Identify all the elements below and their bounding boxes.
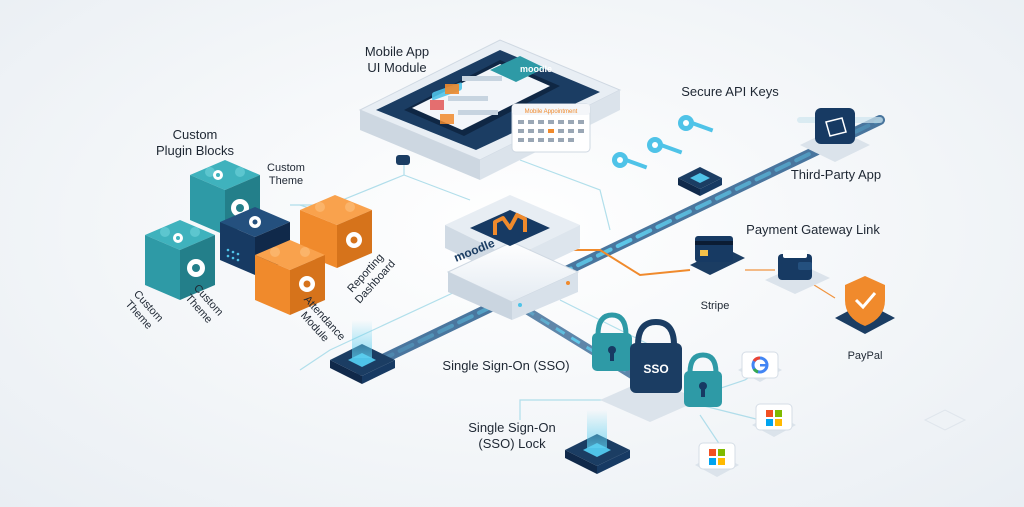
gear-icon <box>213 170 223 180</box>
phone: moodle <box>404 56 560 136</box>
microsoft-logo-icon <box>695 442 739 477</box>
wallet-icon <box>765 250 830 294</box>
moodle-logo-icon <box>470 210 550 246</box>
node-pad-sso <box>565 410 630 474</box>
sso-label: Single Sign-On (SSO) <box>442 358 570 373</box>
paypal-label: PayPal <box>847 350 883 362</box>
sso-lock-label-line2: (SSO) Lock <box>478 436 546 451</box>
microsoft-logo-icon <box>752 403 796 437</box>
gear-icon <box>299 276 315 292</box>
gear-icon <box>249 216 261 228</box>
mobile-app-label: Mobile App UI Module <box>337 44 457 76</box>
lock-icon <box>592 312 632 371</box>
sso-lock-label: Single Sign-On (SSO) Lock <box>452 420 572 452</box>
calendar-header-text: Mobile Appointment <box>525 109 578 115</box>
custom-plugin-label-line2: Plugin Blocks <box>155 143 235 158</box>
third-party-label: Third-Party App <box>790 167 882 182</box>
google-logo-icon <box>738 351 782 382</box>
sso-lock-cluster: SSO <box>592 312 722 422</box>
moodle-server: moodle <box>445 195 580 320</box>
custom-theme-top-label: Custom Theme <box>258 162 314 188</box>
third-party-app-box <box>800 108 870 162</box>
stripe-label: Stripe <box>700 300 730 312</box>
lock-icon: SSO <box>630 318 682 393</box>
faint-tile <box>923 409 967 431</box>
node-pad-left <box>330 320 395 384</box>
teal-block-left <box>145 220 215 300</box>
secure-api-label: Secure API Keys <box>681 84 779 99</box>
key-icon <box>612 152 648 170</box>
sso-badge-text: SSO <box>643 362 668 376</box>
orange-block-front <box>255 240 325 315</box>
gear-icon <box>173 233 183 243</box>
key-icon <box>678 115 714 133</box>
plugin-blocks <box>145 160 372 315</box>
lock-icon <box>684 352 722 407</box>
gear-icon <box>187 259 205 277</box>
custom-plugin-label-line1: Custom <box>172 127 218 142</box>
node-pad-api <box>678 167 722 196</box>
custom-plugin-label: Custom Plugin Blocks <box>140 127 250 159</box>
payment-gateway-label: Payment Gateway Link <box>746 222 880 237</box>
thin-connectors <box>290 159 836 446</box>
port-node <box>396 155 410 165</box>
shield-check-icon <box>835 276 895 334</box>
gear-icon <box>346 232 362 248</box>
credit-card-icon <box>690 236 745 275</box>
phone-brand-text: moodle <box>520 64 552 74</box>
api-keys <box>612 115 714 170</box>
mobile-app-label-line2: UI Module <box>367 60 427 75</box>
sso-lock-label-line1: Single Sign-On <box>468 420 556 435</box>
custom-theme-top-line1: Custom <box>267 162 305 174</box>
key-icon <box>647 137 683 155</box>
calendar-card: Mobile Appointment <box>511 103 591 153</box>
mobile-app-module: moodle Mobile Appointment <box>358 39 622 180</box>
custom-theme-top-line2: Theme <box>268 175 304 187</box>
mobile-app-label-line1: Mobile App <box>364 44 430 59</box>
